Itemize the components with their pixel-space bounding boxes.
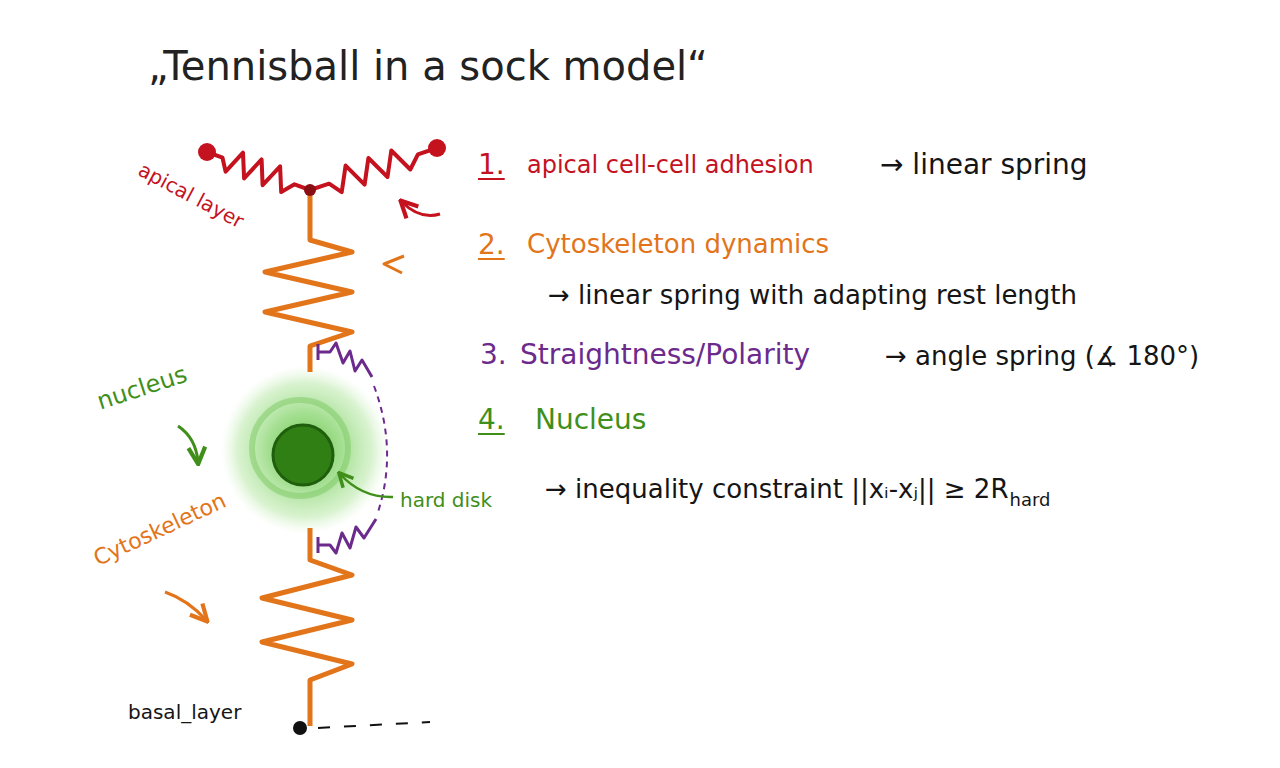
hard-disk (273, 425, 333, 485)
cytoskeleton-spring (265, 192, 352, 372)
component-heading: apical cell-cell adhesion (527, 151, 814, 180)
callout-number: 1. (478, 148, 505, 182)
neighbour-point (428, 139, 446, 157)
nucleus-glow (221, 366, 389, 534)
angle-spring (318, 343, 372, 377)
model-description: → inequality constraint ||xᵢ-xⱼ|| ≥ 2R (545, 474, 1008, 505)
component-heading: Cytoskeleton dynamics (527, 229, 829, 260)
component-heading: Straightness/Polarity (520, 338, 810, 372)
model-description: → linear spring with adapting rest lengt… (548, 280, 1077, 311)
part-label: hard disk (400, 488, 492, 512)
diagram-title: „Tennisball in a sock model“ (148, 42, 708, 90)
callout-number: 2. (478, 228, 505, 262)
basal-line (318, 722, 430, 728)
part-label: nucleus (94, 360, 191, 416)
angle-spring (318, 519, 376, 553)
pointer-arrow (384, 256, 404, 273)
callout-number: 3. (480, 338, 507, 372)
component-heading: Nucleus (535, 403, 646, 437)
pointer-arrow (402, 202, 440, 216)
callout-number: 4. (478, 403, 505, 437)
neighbour-point (198, 143, 216, 161)
cytoskeleton-spring (262, 528, 352, 726)
pointer-arrow (340, 474, 393, 497)
adhesion-spring (207, 152, 310, 192)
model-description: → angle spring (∡ 180°) (885, 341, 1199, 372)
model-description: → linear spring (880, 148, 1088, 182)
adhesion-spring (310, 148, 437, 192)
nucleus-ring (252, 400, 348, 496)
angle-arc (374, 386, 387, 512)
pointer-arrow (178, 426, 198, 462)
pointer-arrow (165, 592, 206, 620)
apical-point (304, 184, 316, 196)
layer-label: basal_layer (128, 700, 241, 724)
subscript: hard (1009, 489, 1050, 511)
part-label: Cytoskeleton (89, 488, 230, 572)
basal-point (293, 721, 307, 735)
